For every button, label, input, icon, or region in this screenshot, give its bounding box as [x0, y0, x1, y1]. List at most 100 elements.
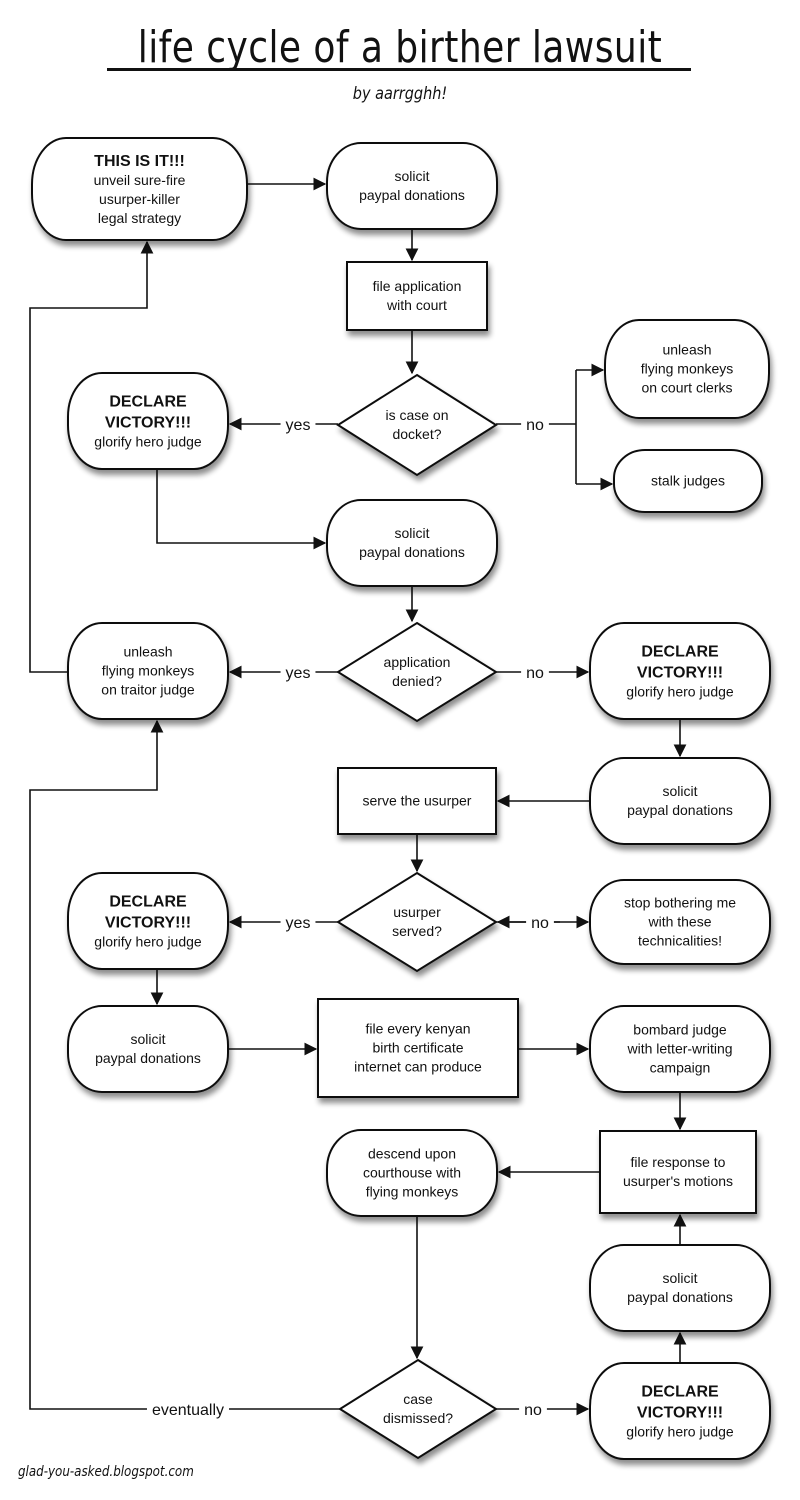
- node-usurper-served: usurper served?: [336, 871, 498, 973]
- node-victory-2: DECLARE VICTORY!!! glorify hero judge: [589, 622, 771, 720]
- node-text-line: with these: [647, 914, 711, 930]
- edge-label-yes: yes: [286, 915, 311, 932]
- edge-label-eventually: eventually: [152, 1402, 224, 1419]
- node-text-line: flying monkeys: [366, 1184, 459, 1200]
- terminal-box: [589, 879, 771, 965]
- node-file-application: file application with court: [346, 261, 488, 331]
- process-box: [337, 767, 497, 835]
- node-text-line: file every kenyan: [365, 1021, 470, 1037]
- node-text-line: stalk judges: [651, 473, 725, 489]
- terminal-box: [67, 1005, 229, 1093]
- decision-diamond: [336, 871, 498, 973]
- node-file-response: file response to usurper's motions: [599, 1130, 757, 1214]
- terminal-box: [326, 142, 498, 230]
- node-victory-1: DECLARE VICTORY!!! glorify hero judge: [67, 372, 229, 470]
- node-text-line: flying monkeys: [641, 361, 734, 377]
- node-text-line: VICTORY!!!: [637, 665, 723, 682]
- node-text-line: glorify hero judge: [626, 684, 734, 700]
- author-byline: by aarrgghh!: [352, 84, 448, 104]
- node-text-line: VICTORY!!!: [105, 415, 191, 432]
- node-text-line: solicit: [130, 1031, 165, 1047]
- diagram-title: life cycle of a birther lawsuit: [137, 22, 663, 73]
- node-text-line: with letter-writing: [626, 1041, 732, 1057]
- node-text-line: DECLARE: [641, 644, 719, 661]
- edge-label-no: no: [524, 1402, 542, 1419]
- node-text-line: usurper: [393, 904, 441, 920]
- node-text-line: bombard judge: [633, 1022, 727, 1038]
- edge-label-bg: [519, 1400, 547, 1420]
- node-text-line: on traitor judge: [101, 682, 195, 698]
- edge-label-bg: [521, 663, 549, 683]
- node-text-line: solicit: [394, 168, 429, 184]
- node-text-line: case: [403, 1391, 433, 1407]
- node-text-line: file application: [373, 278, 462, 294]
- node-text-line: DECLARE: [641, 1384, 719, 1401]
- node-text-line: usurper's motions: [623, 1173, 733, 1189]
- node-text-line: unleash: [123, 644, 172, 660]
- connector-arrow: [156, 469, 327, 550]
- node-text-line: with court: [386, 297, 447, 313]
- node-text-line: birth certificate: [372, 1040, 463, 1056]
- node-text-line: solicit: [662, 1270, 697, 1286]
- edge-label-bg: [146, 1400, 230, 1420]
- edge-label-no: no: [531, 915, 549, 932]
- terminal-box: [67, 372, 229, 470]
- node-text-line: VICTORY!!!: [105, 915, 191, 932]
- node-text-line: paypal donations: [359, 544, 465, 560]
- loop-back-connector: [29, 240, 154, 673]
- node-text-line: paypal donations: [627, 1289, 733, 1305]
- node-text-line: usurper-killer: [99, 191, 180, 207]
- node-text-line: DECLARE: [109, 394, 187, 411]
- node-file-kenyan: file every kenyan birth certificate intern…: [317, 998, 519, 1098]
- node-text-line: serve the usurper: [363, 793, 472, 809]
- node-case-dismissed: case dismissed?: [338, 1358, 498, 1460]
- node-text-line: paypal donations: [95, 1050, 201, 1066]
- node-text-line: is case on: [385, 407, 448, 423]
- decision-diamond: [336, 621, 498, 723]
- node-text-line: descend upon: [368, 1146, 456, 1162]
- edge-label-no: no: [526, 417, 544, 434]
- node-text-line: glorify hero judge: [94, 934, 202, 950]
- node-solicit-4: solicit paypal donations: [67, 1005, 229, 1093]
- edge-label-bg: [526, 913, 554, 933]
- eventually-connector: [29, 719, 340, 1410]
- decision-diamond: [338, 1358, 498, 1460]
- node-solicit-5: solicit paypal donations: [589, 1244, 771, 1332]
- footer-credit: glad-you-asked.blogspot.com: [18, 1464, 194, 1480]
- nodes-layer: THIS IS IT!!!unveil sure-fireusurper-kil…: [31, 137, 771, 1460]
- process-box: [599, 1130, 757, 1214]
- terminal-box: [326, 1129, 498, 1217]
- node-text-line: file response to: [631, 1154, 726, 1170]
- node-text-line: docket?: [392, 426, 441, 442]
- node-text-line: internet can produce: [354, 1059, 482, 1075]
- terminal-box: [613, 449, 763, 513]
- node-text-line: flying monkeys: [102, 663, 195, 679]
- terminal-box: [604, 319, 770, 419]
- node-text-line: solicit: [662, 783, 697, 799]
- node-text-line: denied?: [392, 673, 442, 689]
- node-text-line: dismissed?: [383, 1410, 453, 1426]
- node-text-line: campaign: [650, 1060, 711, 1076]
- node-text-line: solicit: [394, 525, 429, 541]
- edge-label-bg: [280, 913, 316, 933]
- node-this-is-it: THIS IS IT!!!unveil sure-fireusurper-kil…: [31, 137, 248, 241]
- node-text-line: served?: [392, 923, 442, 939]
- process-box: [317, 998, 519, 1098]
- terminal-box: [31, 137, 248, 241]
- node-text-line: on court clerks: [641, 380, 732, 396]
- terminal-box: [589, 1244, 771, 1332]
- terminal-box: [326, 499, 498, 587]
- terminal-box: [67, 872, 229, 970]
- node-text-line: DECLARE: [109, 894, 187, 911]
- node-text-line: unveil sure-fire: [94, 172, 186, 188]
- node-monkeys-traitor: unleash flying monkeys on traitor judge: [67, 622, 229, 720]
- edge-label-bg: [521, 415, 549, 435]
- node-text-line: glorify hero judge: [94, 434, 202, 450]
- node-text-line: legal strategy: [98, 210, 181, 226]
